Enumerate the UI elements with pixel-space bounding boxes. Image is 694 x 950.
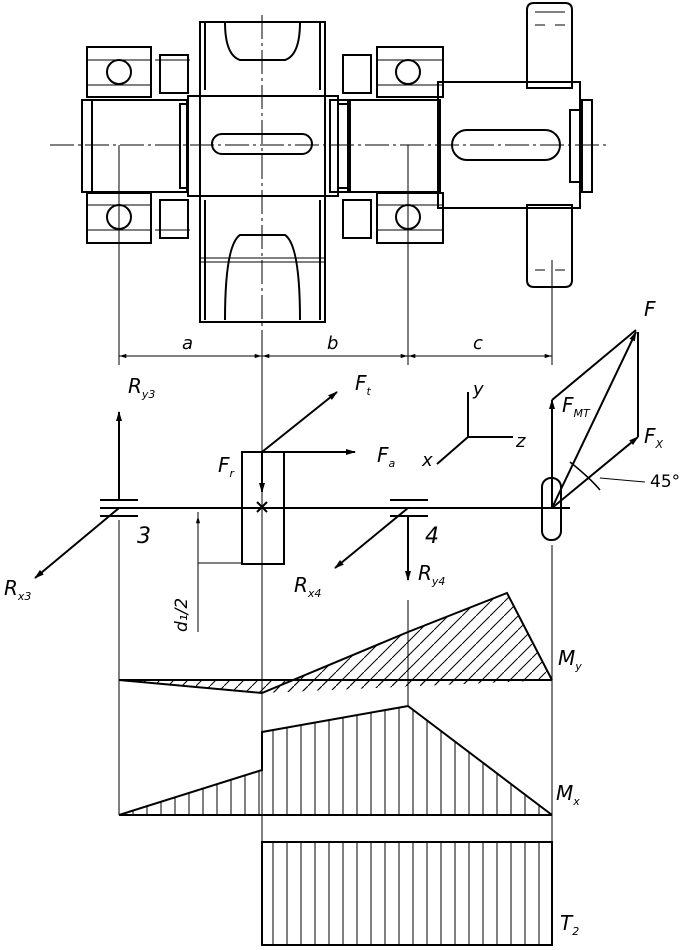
label-bearing-3: 3 [137, 524, 151, 549]
label-fx: FX [644, 424, 664, 451]
moment-diagram-mx [118, 704, 553, 816]
label-axis-z: z [515, 431, 526, 452]
label-d1-half: d₁/2 [172, 598, 192, 632]
torque-diagram-t2 [261, 841, 553, 946]
reaction-rx3-arrow [34, 507, 120, 579]
label-rx4: Rx4 [294, 573, 321, 600]
force-labels: Ry3 Rx3 3 4 Rx4 Ry4 Ft Fr Fa y z x F FМТ… [4, 297, 680, 632]
force-ft-arrow [261, 391, 338, 453]
label-my: My [558, 646, 582, 673]
shaft-assembly-view [50, 2, 610, 330]
label-fr: Fr [218, 453, 236, 480]
sprocket [526, 2, 573, 288]
projection-lines [118, 145, 553, 945]
label-bearing-4: 4 [425, 524, 439, 549]
dimension-c: c [473, 333, 483, 354]
label-mx: Mx [556, 781, 580, 808]
reaction-rx4-arrow [334, 507, 409, 569]
label-axis-x: x [421, 450, 433, 471]
force-fx-arrow [551, 436, 639, 509]
force-scheme [34, 329, 646, 632]
label-rx3: Rx3 [4, 576, 31, 603]
gear [187, 21, 339, 323]
label-axis-y: y [472, 379, 484, 400]
label-fa: Fa [377, 443, 396, 470]
label-angle-45: 45° [650, 472, 680, 492]
dimension-b: b [327, 333, 338, 354]
axis-x-line [436, 436, 469, 465]
label-ry4: Ry4 [418, 561, 445, 588]
label-ry3: Ry3 [128, 374, 155, 401]
label-fmt: FМТ [562, 393, 591, 420]
dimension-a: a [182, 333, 193, 354]
angle-arc [569, 461, 601, 491]
label-f-resultant: F [644, 297, 656, 321]
label-t2: T2 [560, 911, 579, 938]
moment-diagram-my [118, 591, 553, 695]
label-ft: Ft [355, 371, 372, 398]
force-f-arrow [551, 331, 637, 509]
